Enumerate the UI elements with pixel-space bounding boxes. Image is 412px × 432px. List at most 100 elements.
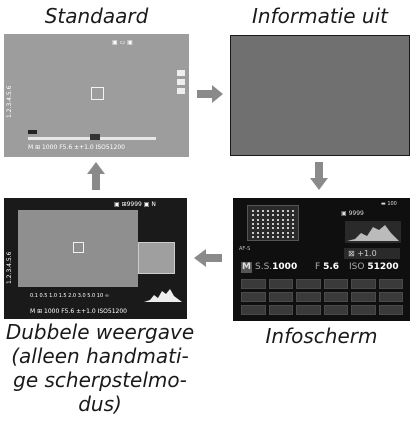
- dual-display-screen: ▣ ⊞9999 ▣ N 1.2.3.4.5.6 0.1 0.5 1.0 1.5 …: [4, 198, 187, 319]
- af-point: [257, 231, 259, 234]
- af-point: [267, 231, 269, 234]
- af-point: [287, 210, 289, 212]
- af-point: [282, 235, 284, 238]
- af-point: [287, 222, 289, 225]
- ev-value: +1.0: [357, 249, 377, 258]
- af-point: [277, 231, 279, 234]
- af-point: [282, 214, 284, 217]
- af-point: [272, 231, 274, 234]
- info-off-screen: [230, 35, 410, 156]
- af-point: [262, 231, 264, 234]
- af-point: [267, 235, 269, 238]
- aperture: F 5.6: [315, 262, 339, 272]
- aperture-label: F: [315, 262, 321, 272]
- caption-info-screen: Infoscherm: [265, 324, 378, 348]
- af-point: [262, 210, 264, 212]
- af-point: [282, 227, 284, 230]
- histogram: [345, 221, 401, 243]
- af-point: [272, 235, 274, 238]
- focus-frame: [73, 242, 84, 253]
- af-point: [272, 222, 274, 225]
- af-point: [252, 218, 254, 221]
- af-point: [282, 231, 284, 234]
- standard-screen: ▣ ▭ ▣ 1.2.3.4.5.6 M ⊞ 1000 F5.6 ±+1.0 IS…: [4, 34, 189, 157]
- af-point: [257, 210, 259, 212]
- histogram: [144, 289, 182, 302]
- af-point: [287, 231, 289, 234]
- af-point: [262, 227, 264, 230]
- af-point: [252, 214, 254, 217]
- exposure-compensation: ⊠ +1.0: [344, 248, 400, 259]
- settings-tiles: [241, 279, 403, 315]
- af-point: [292, 210, 294, 212]
- shutter-value: 1000: [272, 262, 298, 272]
- caption-dual-line-4: dus): [78, 392, 122, 416]
- caption-info-off: Informatie uit: [252, 4, 388, 28]
- mode-badge: M: [241, 262, 252, 273]
- shutter-label: S.S.: [255, 262, 273, 272]
- af-point: [292, 214, 294, 217]
- distance-scale: 0.1 0.5 1.0 1.5 2.0 3.0 5.0 10 ∞: [30, 293, 109, 299]
- arrow-left-icon: [194, 249, 222, 267]
- af-point: [257, 214, 259, 217]
- af-point: [292, 222, 294, 225]
- frames-remaining: ▣ 9999: [341, 210, 364, 217]
- af-point: [267, 227, 269, 230]
- frames-value: 9999: [348, 210, 364, 217]
- af-point: [252, 235, 254, 238]
- af-point: [262, 235, 264, 238]
- af-point: [277, 235, 279, 238]
- af-label: AF-S: [239, 246, 251, 252]
- af-point: [257, 227, 259, 230]
- shutter-speed: S.S.1000: [255, 262, 297, 272]
- info-screen: ▬ 100 AF-S ▣ 9999 ⊠ +1.0 M S.S.1000 F 5.…: [233, 198, 410, 321]
- top-status-icons: ▣ ▭ ▣: [112, 39, 133, 46]
- battery-icon: ▬ 100: [381, 201, 397, 207]
- af-point: [257, 235, 259, 238]
- af-point: [277, 214, 279, 217]
- af-point: [252, 222, 254, 225]
- arrow-up-icon: [87, 162, 105, 190]
- af-point: [287, 235, 289, 238]
- side-icons: [177, 70, 185, 97]
- focus-frame: [91, 87, 104, 100]
- af-point: [262, 214, 264, 217]
- af-point: [282, 222, 284, 225]
- af-point: [272, 214, 274, 217]
- caption-dual-line-2: (alleen handmati-: [11, 344, 189, 368]
- af-point: [287, 214, 289, 217]
- af-point: [277, 222, 279, 225]
- af-point: [257, 218, 259, 221]
- arrow-right-icon: [197, 85, 223, 103]
- top-status: ▣ ⊞9999 ▣ N: [114, 201, 156, 208]
- af-point-grid: [247, 205, 299, 241]
- af-point: [252, 231, 254, 234]
- caption-dual-line-3: ge scherpstelmo-: [13, 368, 187, 392]
- status-bar: M ⊞ 1000 F5.6 ±+1.0 ISO51200: [30, 308, 127, 315]
- af-point: [272, 218, 274, 221]
- af-point: [292, 231, 294, 234]
- af-point: [267, 218, 269, 221]
- af-point: [277, 227, 279, 230]
- af-point: [257, 222, 259, 225]
- main-view: [18, 210, 138, 287]
- aperture-value: 5.6: [323, 262, 340, 272]
- iso: ISO 51200: [349, 262, 399, 272]
- af-point: [277, 218, 279, 221]
- af-point: [267, 210, 269, 212]
- af-point: [292, 235, 294, 238]
- iso-value: 51200: [367, 262, 399, 272]
- caption-dual: Dubbele weergave (alleen handmati- ge sc…: [0, 320, 200, 416]
- af-point: [287, 227, 289, 230]
- af-point: [287, 218, 289, 221]
- focus-zoom-view: [138, 242, 175, 274]
- af-point: [277, 210, 279, 212]
- af-point: [262, 218, 264, 221]
- arrow-down-icon: [310, 162, 328, 190]
- shot-counter: 9999: [126, 201, 142, 208]
- af-point: [262, 222, 264, 225]
- af-point: [267, 214, 269, 217]
- af-point: [292, 227, 294, 230]
- af-point: [272, 210, 274, 212]
- af-point: [252, 227, 254, 230]
